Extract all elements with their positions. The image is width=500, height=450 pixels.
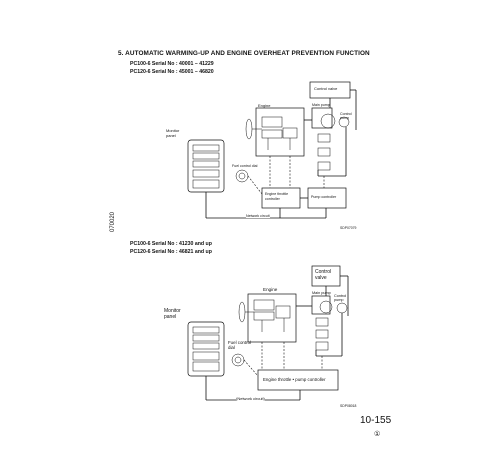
diagram1-figure-code: SDP07079 — [340, 226, 357, 230]
diagram1-label-network: Network circuit — [246, 214, 270, 218]
diagram2-label-engine-throttle-pump-controller: Engine throttle • pump controller — [263, 377, 326, 382]
diagram1-engine-box — [255, 107, 305, 157]
diagram2-label-control-valve: Control valve — [315, 269, 332, 281]
diagram2-label-monitor-panel: Monitor panel — [164, 308, 181, 320]
diagram2-fuel-dial-icon — [231, 353, 245, 367]
page-number: 10-155 — [360, 415, 392, 426]
diagram2-label-engine: Engine — [263, 287, 278, 292]
diagram2-label-fuel-control-dial: Fuel control dial — [228, 340, 251, 350]
diagram2-figure-code: SDP08018 — [340, 404, 357, 408]
diagram2-label-main-pump: Main pump — [312, 291, 331, 295]
page-revision-mark: ① — [374, 431, 381, 438]
diagram1-label-fuel-control-dial: Fuel control dial — [232, 164, 258, 168]
diagram2-serial-line1: PC100-6 Serial No : 41230 and up — [130, 241, 212, 247]
diagram1-label-engine-throttle-controller: Engine throttle controller — [265, 192, 289, 201]
diagram1-serial-line1: PC100-6 Serial No : 40001 – 41229 — [130, 61, 214, 67]
diagram2-label-control-pump: Control pump — [334, 294, 347, 302]
diagram1-serial-line2: PC120-6 Serial No : 45001 – 46820 — [130, 69, 214, 75]
diagram1-label-engine: Engine — [258, 103, 271, 108]
diagram1-label-control-pump: Control pump — [340, 112, 352, 120]
diagram2-label-network: (Network circuit) — [236, 396, 265, 401]
section-heading: 5. AUTOMATIC WARMING-UP AND ENGINE OVERH… — [118, 50, 370, 57]
diagram1-label-control-valve: Control valve — [314, 86, 338, 91]
diagram1-label-pump-controller: Pump controller — [311, 195, 337, 199]
diagram1-label-main-pump: Main pump — [312, 103, 330, 107]
diagram1-label-monitor-panel: Monitor panel — [166, 128, 180, 138]
diagram2-serial-line2: PC120-6 Serial No : 46821 and up — [130, 249, 212, 255]
diagram2-engine-throttle-pump-controller-box — [257, 369, 339, 391]
